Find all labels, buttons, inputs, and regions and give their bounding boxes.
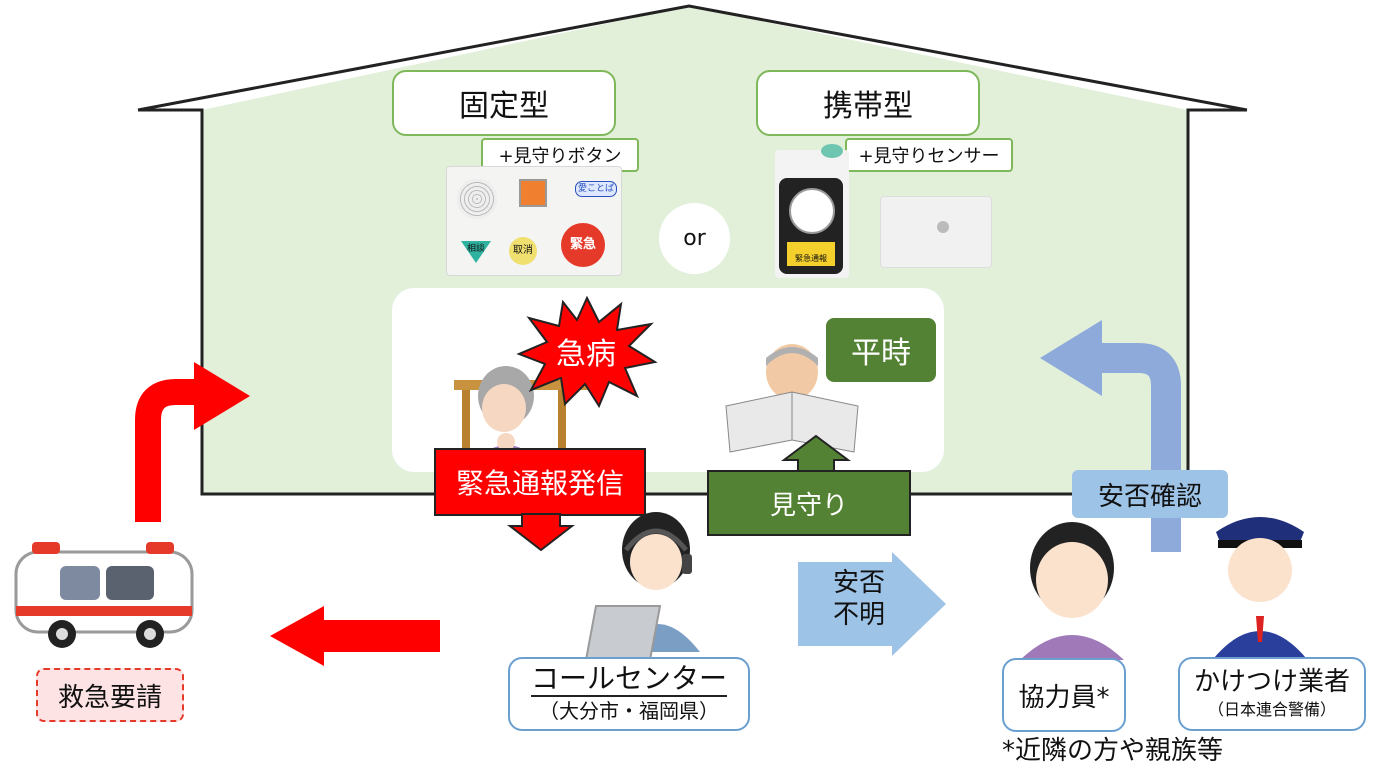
security-guard-illustration bbox=[1214, 517, 1306, 658]
sensor-pendant-icon bbox=[821, 144, 843, 158]
cancel-button: 取消 bbox=[509, 237, 537, 265]
unknown-status-arrow bbox=[798, 552, 946, 656]
house-walls bbox=[138, 108, 1247, 496]
display-icon bbox=[519, 179, 547, 207]
ambulance-request-label: 救急要請 bbox=[36, 668, 184, 722]
sensor-lens-icon bbox=[937, 221, 949, 233]
call-center-box: コールセンター （大分市・福岡県） bbox=[508, 657, 750, 731]
rush-provider-title: かけつけ業者 bbox=[1193, 667, 1350, 697]
mobile-type-label: 携帯型 bbox=[756, 70, 980, 136]
unknown-line-2: 不明 bbox=[832, 600, 885, 630]
normal-time-label: 平時 bbox=[826, 318, 936, 382]
speaker-grille bbox=[457, 179, 497, 219]
elderly-man-reading-illustration bbox=[725, 344, 859, 453]
roof-line bbox=[137, 4, 1248, 112]
mobile-phone-image: 緊急通報 bbox=[775, 144, 849, 278]
alert-button: 緊急通報 bbox=[787, 242, 835, 266]
emergency-down-arrow bbox=[507, 513, 575, 552]
unknown-status-label: 安否 不明 bbox=[814, 564, 904, 634]
call-center-sub: （大分市・福岡県） bbox=[539, 699, 719, 723]
or-circle: or bbox=[659, 203, 730, 274]
sudden-illness-label: 急病 bbox=[556, 337, 616, 372]
fixed-terminal-image: 愛ことば 相談 取消 緊急 bbox=[446, 166, 622, 276]
phone-body: 緊急通報 bbox=[779, 178, 843, 274]
clock-icon bbox=[789, 188, 835, 234]
safety-check-label: 安否確認 bbox=[1072, 470, 1228, 518]
sudden-illness-burst bbox=[516, 295, 658, 409]
rush-provider-sub: （日本連合警備） bbox=[1207, 700, 1336, 719]
cooperator-illustration bbox=[1020, 522, 1124, 660]
emergency-button: 緊急 bbox=[561, 223, 605, 267]
call-center-to-ambulance-arrow bbox=[270, 606, 440, 666]
emergency-call-label: 緊急通報発信 bbox=[434, 448, 646, 516]
watch-sensor-image bbox=[880, 196, 992, 268]
call-center-operator-illustration bbox=[584, 512, 700, 661]
cooperator-box: 協力員* bbox=[1002, 658, 1126, 732]
unknown-line-1: 安否 bbox=[832, 568, 885, 598]
ambulance-illustration bbox=[14, 542, 194, 648]
watch-label: 見守り bbox=[707, 470, 911, 536]
mobile-option-label: +見守りセンサー bbox=[845, 138, 1013, 172]
fixed-type-label: 固定型 bbox=[392, 70, 616, 136]
brand-badge: 愛ことば bbox=[575, 181, 617, 197]
call-center-title: コールセンター bbox=[530, 662, 727, 697]
footnote: *近隣の方や親族等 bbox=[1002, 736, 1224, 766]
rush-provider-box: かけつけ業者 （日本連合警備） bbox=[1178, 657, 1366, 731]
